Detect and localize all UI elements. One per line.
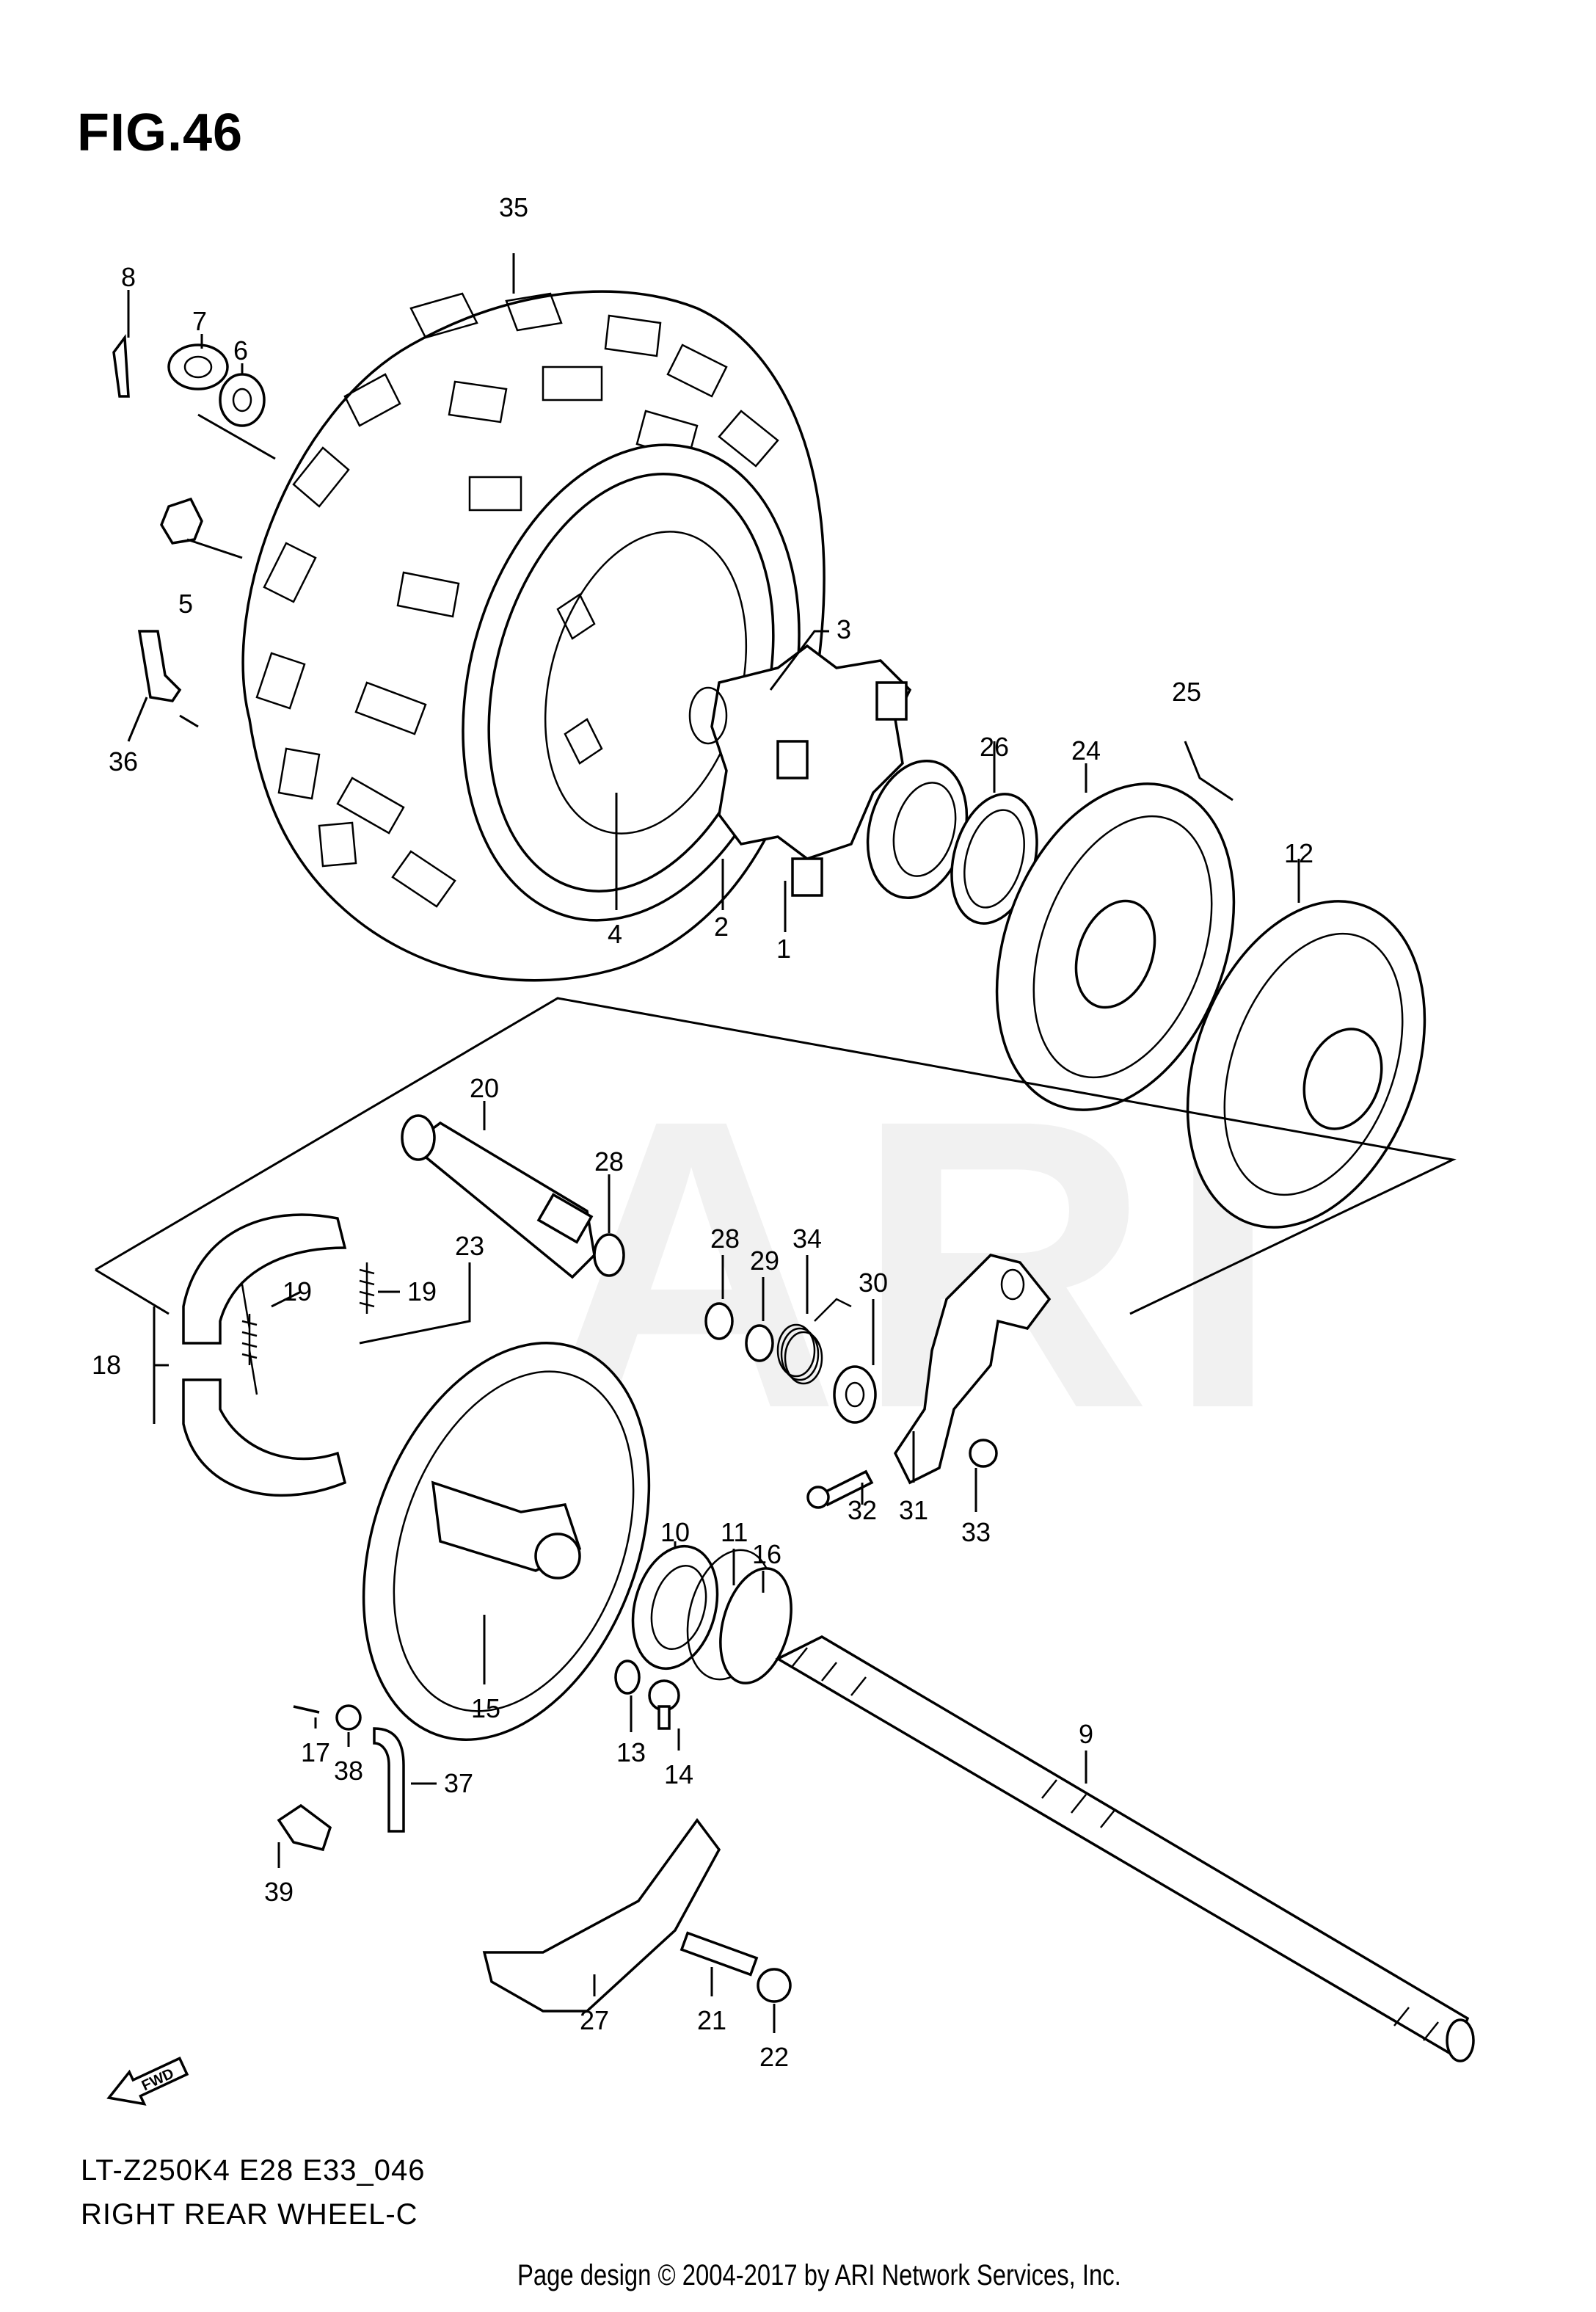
callout-20: 20 xyxy=(470,1073,499,1103)
callout-16: 16 xyxy=(752,1539,781,1569)
callout-2: 2 xyxy=(714,912,729,942)
callout-34: 34 xyxy=(792,1224,822,1254)
hose-37 xyxy=(373,1727,405,1833)
callout-13: 13 xyxy=(616,1737,646,1767)
bearing-10 xyxy=(631,1544,719,1671)
callout-32: 32 xyxy=(848,1495,877,1525)
callout-33: 33 xyxy=(961,1517,991,1547)
washer-29 xyxy=(745,1324,774,1362)
o-ring-28a xyxy=(593,1233,625,1277)
callout-19b: 19 xyxy=(283,1276,312,1306)
bolt-32 xyxy=(806,1469,874,1509)
callout-numbers: 35 8 7 6 5 36 3 25 26 24 12 4 2 1 20 28 … xyxy=(92,192,1313,2072)
copyright-notice: Page design © 2004-2017 by ARI Network S… xyxy=(517,2259,1121,2291)
callout-3: 3 xyxy=(837,614,851,644)
washer-6 xyxy=(219,373,266,427)
diagram-name: RIGHT REAR WHEEL-C xyxy=(81,2198,418,2231)
callout-19a: 19 xyxy=(407,1276,437,1306)
callout-25: 25 xyxy=(1172,677,1201,707)
callout-12: 12 xyxy=(1284,838,1313,868)
callout-36: 36 xyxy=(109,746,138,777)
callout-14: 14 xyxy=(664,1759,693,1789)
brake-drum xyxy=(1186,900,1426,1229)
callout-22: 22 xyxy=(759,2042,789,2072)
callout-38: 38 xyxy=(334,1756,363,1786)
rear-axle xyxy=(775,1635,1475,2062)
callout-26: 26 xyxy=(980,732,1009,762)
washer-30 xyxy=(833,1365,877,1424)
callout-10: 10 xyxy=(660,1517,690,1547)
callout-27: 27 xyxy=(580,2005,609,2035)
callout-17: 17 xyxy=(301,1737,330,1767)
brake-cam-lever xyxy=(893,1254,1052,1485)
callout-7: 7 xyxy=(192,306,207,336)
callout-23: 23 xyxy=(455,1231,484,1261)
leader-lines xyxy=(127,253,1300,2033)
nut-33 xyxy=(969,1439,998,1468)
drum-cover xyxy=(995,782,1236,1111)
wheel-nut-5 xyxy=(160,497,203,545)
springs-19 xyxy=(241,1262,375,1365)
callout-9: 9 xyxy=(1079,1719,1093,1749)
callout-15: 15 xyxy=(471,1693,500,1723)
callout-29: 29 xyxy=(750,1246,779,1276)
castle-nut-7 xyxy=(167,343,229,390)
o-ring-28b xyxy=(704,1302,734,1340)
brake-panel xyxy=(362,1342,651,1741)
nut-22 xyxy=(757,1968,792,2003)
callout-18: 18 xyxy=(92,1350,121,1380)
valve-36 xyxy=(137,630,182,702)
callout-1: 1 xyxy=(776,934,791,964)
watermark: ARI xyxy=(543,1034,1295,1494)
callout-28a: 28 xyxy=(594,1146,624,1177)
stud-21 xyxy=(679,1931,759,1977)
cotter-pin-8 xyxy=(112,334,130,398)
callout-11: 11 xyxy=(721,1517,748,1547)
brake-camshaft xyxy=(401,1114,596,1279)
callout-8: 8 xyxy=(121,262,136,292)
figure-label: FIG.46 xyxy=(77,103,244,162)
callout-28b: 28 xyxy=(710,1224,740,1254)
rim xyxy=(462,443,801,922)
callout-24: 24 xyxy=(1071,735,1101,766)
callout-31: 31 xyxy=(899,1495,928,1525)
assembly-outline xyxy=(95,997,1457,1315)
callout-30: 30 xyxy=(859,1268,888,1298)
brake-guard xyxy=(482,1818,721,2013)
washer-13 xyxy=(614,1660,641,1695)
pin-17 xyxy=(293,1705,320,1714)
return-spring-34 xyxy=(776,1298,852,1385)
callout-37: 37 xyxy=(444,1768,473,1798)
callout-39: 39 xyxy=(264,1877,294,1907)
callout-35: 35 xyxy=(499,192,528,222)
circlip-16 xyxy=(719,1567,792,1684)
fwd-arrow-icon: FWD xyxy=(106,2057,189,2106)
callout-21: 21 xyxy=(697,2005,726,2035)
clamp-39 xyxy=(277,1803,332,1852)
model-code: LT-Z250K4 E28 E33_046 xyxy=(81,2154,426,2186)
nut-38 xyxy=(335,1704,362,1731)
callout-4: 4 xyxy=(608,919,622,949)
callout-5: 5 xyxy=(178,589,193,619)
callout-6: 6 xyxy=(233,335,248,366)
brake-shoes xyxy=(182,1213,347,1497)
bolt-14 xyxy=(648,1679,680,1730)
